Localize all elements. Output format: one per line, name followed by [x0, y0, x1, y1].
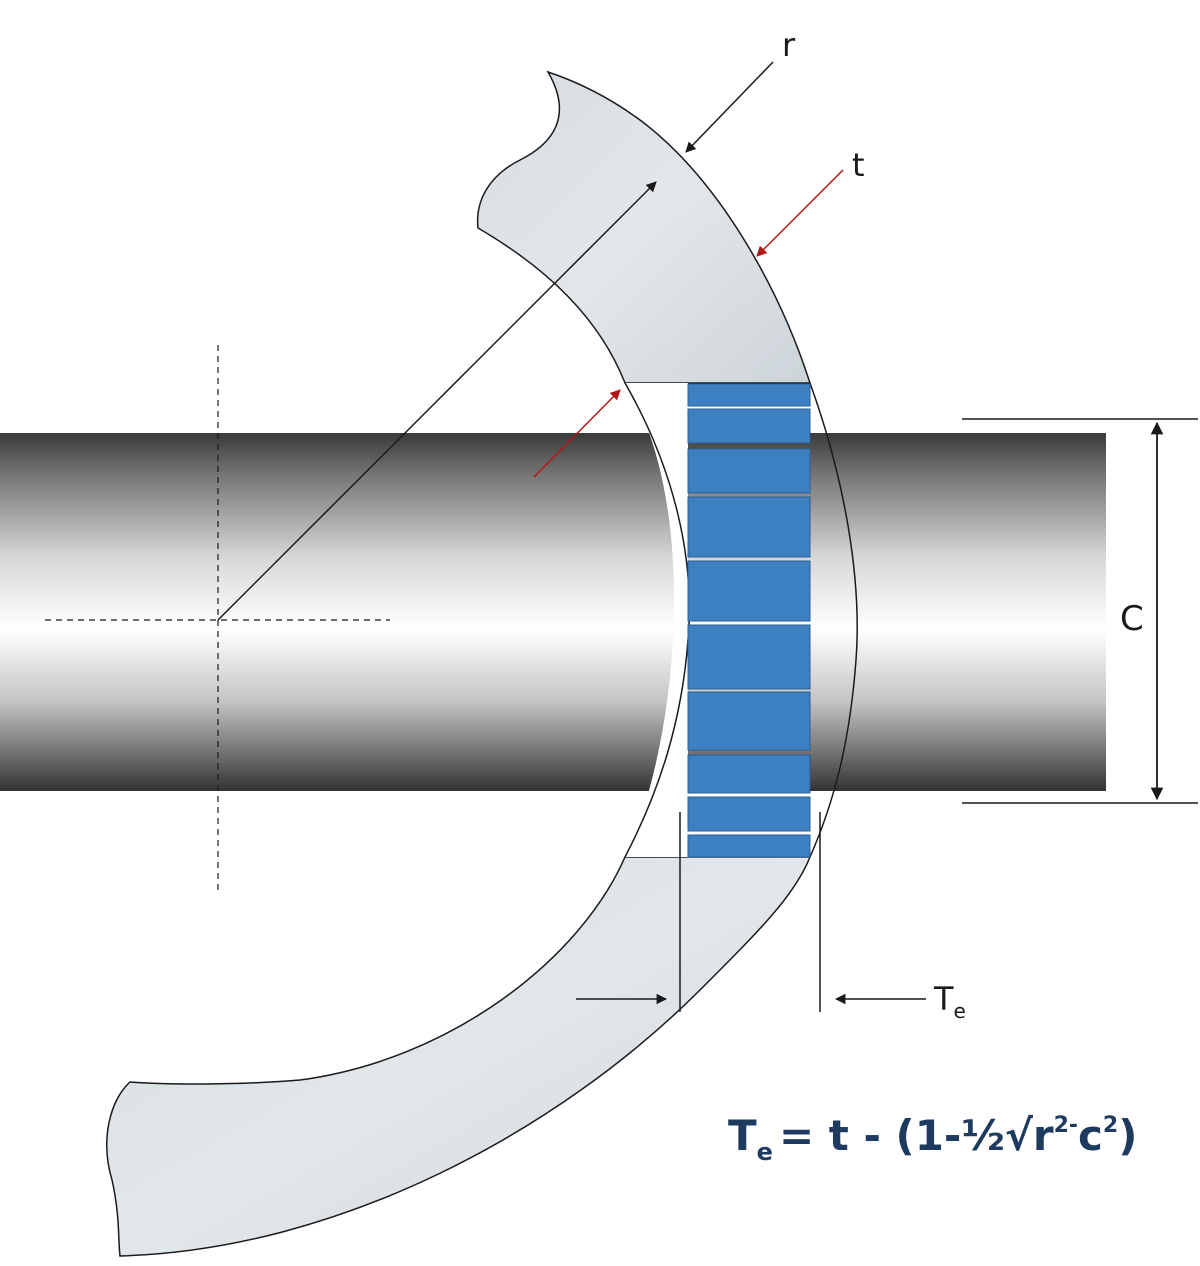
label-c: C — [1120, 599, 1144, 639]
formula: Te= t - (1-½√r2-c2) — [728, 1111, 1137, 1166]
plate — [687, 834, 811, 858]
plate — [687, 560, 811, 622]
radius-arrow — [217, 181, 657, 621]
formula-exp2: 2 — [1103, 1113, 1118, 1138]
formula-c: c — [1078, 1111, 1103, 1160]
plate — [687, 624, 811, 690]
formula-te-main: T — [728, 1111, 757, 1160]
curved-band-lower — [106, 856, 812, 1257]
plate-stack — [687, 383, 811, 858]
label-r: r — [782, 26, 796, 64]
formula-exp1: 2- — [1054, 1113, 1078, 1138]
plate — [687, 496, 811, 558]
band-outer-arc — [809, 382, 858, 858]
label-te-sub: e — [954, 999, 966, 1023]
pipe — [0, 433, 1106, 791]
formula-close: ) — [1118, 1111, 1137, 1160]
plate — [687, 448, 811, 494]
plate — [687, 754, 811, 794]
label-t: t — [852, 146, 865, 184]
label-te-main: T — [933, 980, 954, 1018]
r-pointer-arrow — [685, 61, 774, 153]
inner-red-arrow — [533, 389, 621, 478]
t-pointer-arrow — [756, 169, 844, 257]
plate — [687, 691, 811, 751]
plate — [687, 408, 811, 444]
label-te: Te — [933, 980, 966, 1023]
plate — [687, 383, 811, 407]
plate — [687, 796, 811, 832]
band-cut-window — [625, 383, 688, 857]
curved-band-upper — [476, 70, 812, 384]
formula-te-sub: e — [757, 1138, 773, 1166]
formula-equation: = t - (1-½√r — [779, 1111, 1054, 1160]
